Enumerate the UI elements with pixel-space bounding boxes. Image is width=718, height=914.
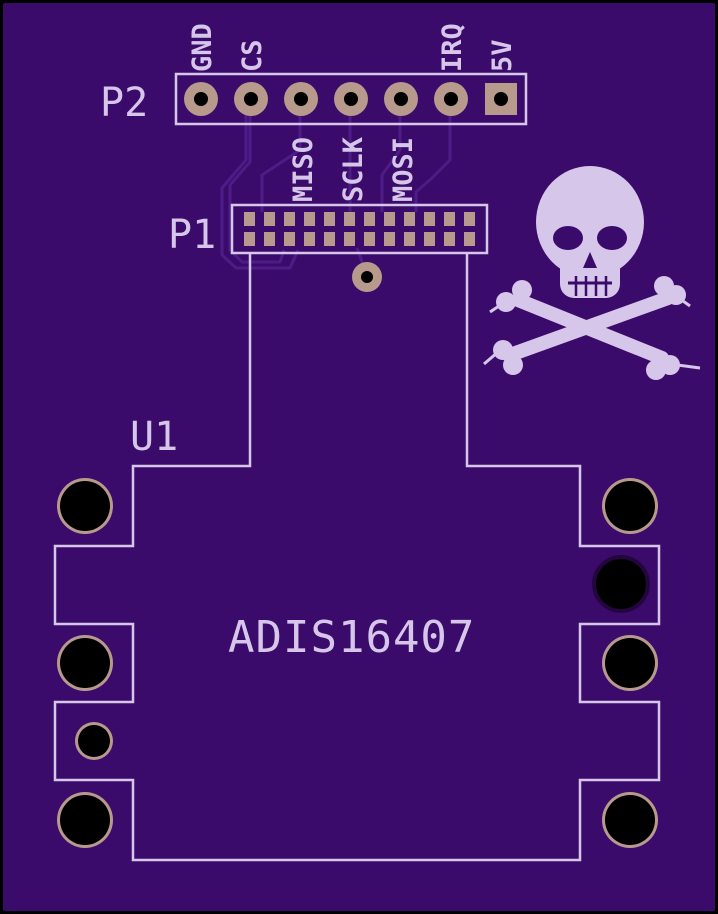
p1-pad-r2-c10 xyxy=(424,232,435,246)
via-drill xyxy=(361,271,373,283)
p2-pads xyxy=(184,82,517,116)
skull-icon xyxy=(536,166,644,298)
mounting-holes xyxy=(57,478,658,848)
p2-outline xyxy=(174,72,528,126)
u1-outline xyxy=(53,253,661,862)
p1-pad-r2-c1 xyxy=(244,232,255,246)
p2-pin-label-6: IRQ xyxy=(437,23,468,72)
p1-pad-r1-c7 xyxy=(364,212,375,226)
p1-pad-r2-c6 xyxy=(344,232,355,246)
p1-pad-r1-c8 xyxy=(384,212,395,226)
skull-and-crossbones-icon xyxy=(483,166,701,380)
p2-pin-label-2: CS xyxy=(237,39,268,72)
p1-pad-r1-c5 xyxy=(324,212,335,226)
p2-pad-drill-3 xyxy=(294,92,308,106)
p1-pad-r2-c11 xyxy=(444,232,455,246)
p1-pad-r1-c9 xyxy=(404,212,415,226)
p2-designator: P2 xyxy=(100,80,148,126)
p2-pad-drill-1 xyxy=(194,92,208,106)
p1-pad-r2-c5 xyxy=(324,232,335,246)
p1-pad-r1-c6 xyxy=(344,212,355,226)
trace-gnd xyxy=(220,100,300,270)
p2-pin-labels: GND CS IRQ 5V xyxy=(187,23,518,72)
p1-pad-r2-c3 xyxy=(284,232,295,246)
p2-pad-drill-2 xyxy=(244,92,258,106)
mounting-hole-right-4 xyxy=(605,795,655,845)
p1-pad-r2-c12 xyxy=(464,232,475,246)
mounting-hole-left-1 xyxy=(60,481,110,531)
p1-connector: P1 MISO SCLK MOSI xyxy=(168,136,489,292)
p2-pad-drill-4 xyxy=(344,92,358,106)
p1-pad-r1-c1 xyxy=(244,212,255,226)
p1-pad-r2-c4 xyxy=(304,232,315,246)
small-hole-left xyxy=(78,725,110,757)
p2-pad-drill-7 xyxy=(494,92,508,106)
mounting-hole-right-1 xyxy=(605,481,655,531)
mounting-hole-right-3 xyxy=(605,638,655,688)
p1-pad-r2-c7 xyxy=(364,232,375,246)
p1-signal-labels: MISO SCLK MOSI xyxy=(288,136,419,202)
trace-cs xyxy=(228,110,286,264)
p1-signal-label-mosi: MOSI xyxy=(388,137,419,202)
mounting-hole-left-2 xyxy=(60,638,110,688)
p1-pad-r1-c2 xyxy=(264,212,275,226)
p1-designator: P1 xyxy=(168,212,216,258)
u1-part-name: ADIS16407 xyxy=(228,612,475,663)
p2-pin-label-1: GND xyxy=(187,23,218,72)
mounting-hole-left-3 xyxy=(60,795,110,845)
p1-signal-label-miso: MISO xyxy=(288,137,319,202)
trace-irq xyxy=(414,100,452,212)
mounting-hole-right-2 xyxy=(596,559,646,609)
p1-pads xyxy=(244,212,475,246)
p1-pad-r2-c8 xyxy=(384,232,395,246)
u1-footprint: U1 ADIS16407 xyxy=(53,253,661,862)
u1-designator: U1 xyxy=(130,414,178,460)
p1-outline xyxy=(230,203,489,255)
p2-pad-drill-6 xyxy=(444,92,458,106)
p2-header: P2 GND CS IRQ 5V xyxy=(100,23,528,126)
p1-pad-r1-c3 xyxy=(284,212,295,226)
p1-signal-label-sclk: SCLK xyxy=(338,136,369,202)
p1-pad-r2-c9 xyxy=(404,232,415,246)
crossbones-icon xyxy=(483,276,701,380)
traces xyxy=(220,100,452,276)
p1-pad-r2-c2 xyxy=(264,232,275,246)
p1-pad-r1-c11 xyxy=(444,212,455,226)
p2-pad-drill-5 xyxy=(394,92,408,106)
p1-pad-r1-c4 xyxy=(304,212,315,226)
p1-pad-r1-c12 xyxy=(464,212,475,226)
p1-pad-r1-c10 xyxy=(424,212,435,226)
p2-pin-label-7: 5V xyxy=(487,39,518,72)
